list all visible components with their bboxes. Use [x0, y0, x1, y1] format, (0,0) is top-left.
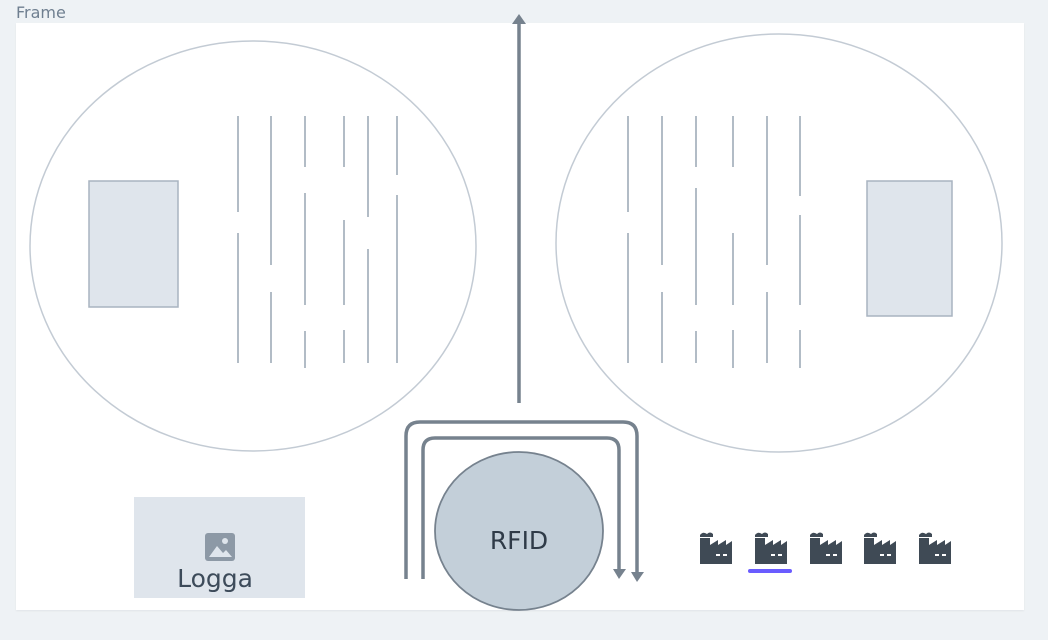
logo-label: Logga [177, 564, 253, 593]
image-icon [205, 533, 235, 561]
right-circle [555, 33, 1003, 453]
outer-loop-arrow [404, 420, 644, 582]
left-rectangle [88, 180, 179, 308]
up-arrow [512, 14, 526, 403]
frame-label: Frame [16, 3, 66, 22]
active-factory-indicator [748, 569, 792, 573]
left-circle [29, 40, 477, 452]
factory-icon[interactable] [753, 530, 789, 566]
inner-loop-arrow [421, 436, 626, 579]
right-bars [627, 116, 801, 368]
right-rectangle [866, 180, 953, 317]
left-bars [237, 116, 398, 368]
factory-icon[interactable] [698, 530, 734, 566]
rfid-label: RFID [489, 526, 549, 555]
factory-icon[interactable] [808, 530, 844, 566]
factory-icon[interactable] [917, 530, 953, 566]
factory-icon[interactable] [862, 530, 898, 566]
rfid-circle [434, 451, 604, 611]
